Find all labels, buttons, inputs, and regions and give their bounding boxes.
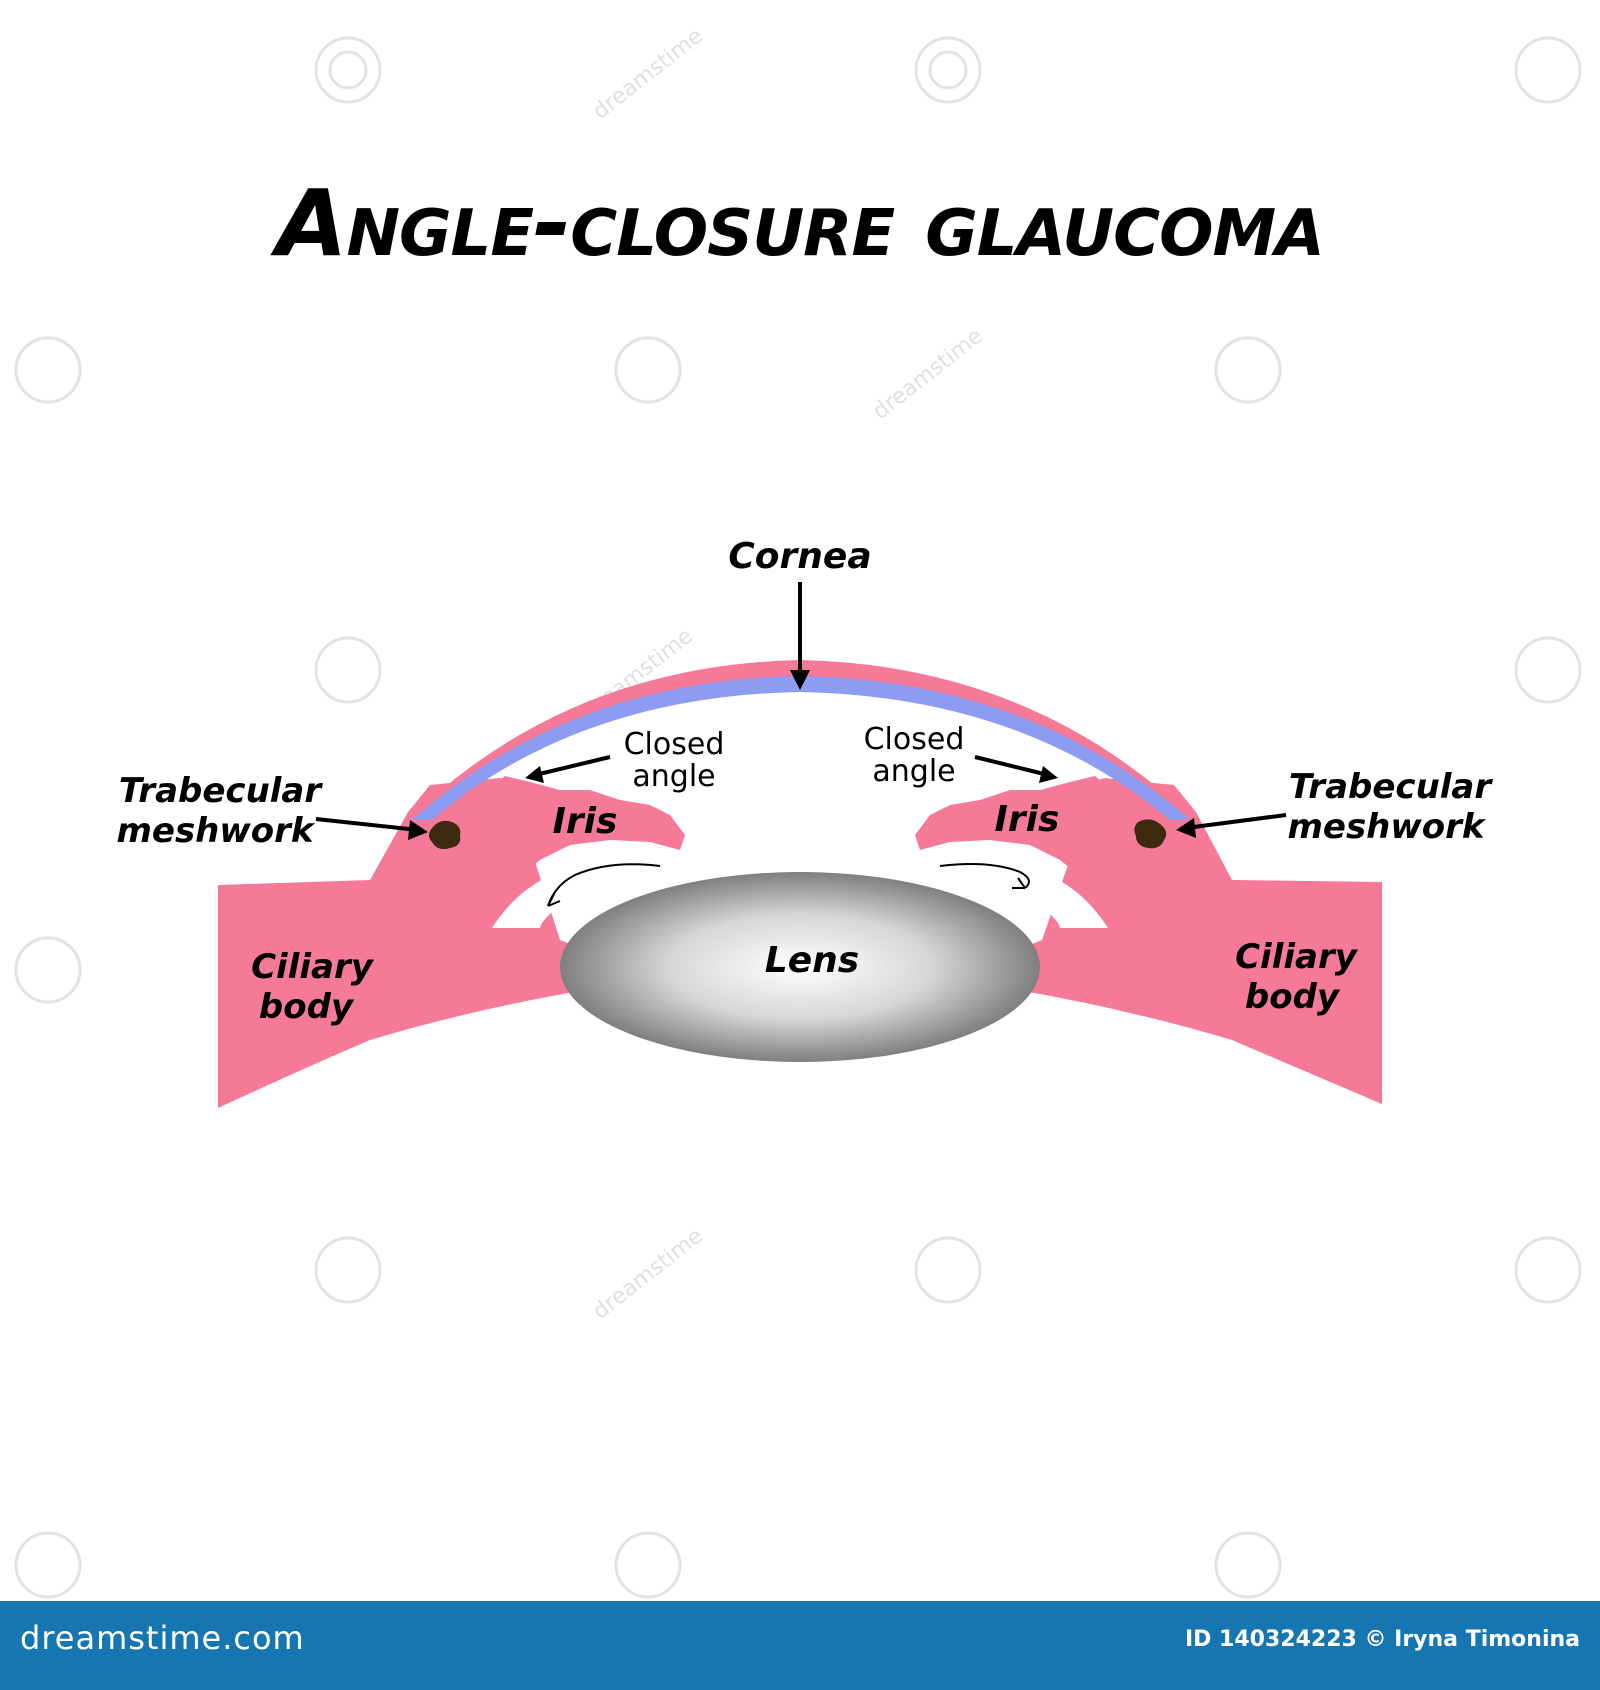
- label-arrows: [315, 582, 1287, 840]
- ciliary-body-left-line2: body: [259, 987, 355, 1027]
- iris-right: [915, 776, 1155, 908]
- aqueous-flow-arrow-right: [939, 863, 1030, 889]
- cornea-blue-layer: [412, 676, 1190, 820]
- trabecular-meshwork-left-mark: [429, 820, 461, 850]
- cornea-label: Cornea: [728, 536, 871, 577]
- closed-angle-right-line1: Closed: [864, 722, 965, 757]
- lens-shape: [560, 872, 1040, 1062]
- iris-left-gap: [492, 864, 663, 928]
- trabecular-left-line1: Trabecular: [119, 771, 324, 811]
- trabecular-meshwork-right-mark: [1134, 819, 1167, 849]
- diagram-title: Angle-closure glaucoma: [276, 170, 1324, 277]
- iris-right-gap: [937, 864, 1108, 928]
- footer-credit: ID 140324223 © Iryna Timonina: [1184, 1627, 1580, 1652]
- watermark-text: dreamstime: [868, 324, 988, 425]
- cornea-outer-layer: [398, 660, 1204, 830]
- closed-angle-left-line2: angle: [632, 759, 715, 794]
- ciliary-body-right-line1: Ciliary: [1235, 937, 1359, 977]
- watermark-text: dreamstime: [588, 1224, 708, 1325]
- flow-arrowhead-right: [1012, 877, 1026, 889]
- aqueous-flow-arrow-left: [547, 863, 661, 907]
- iris-left: [445, 776, 685, 908]
- footer-bar: dreamstime.com ID 140324223 © Iryna Timo…: [0, 1601, 1600, 1690]
- footer-site-link[interactable]: dreamstime.com: [20, 1619, 305, 1657]
- flow-arrowhead-left: [547, 893, 561, 907]
- trabecular-right-line2: meshwork: [1287, 807, 1486, 847]
- lens-label: Lens: [765, 940, 859, 981]
- closed-angle-left-line1: Closed: [624, 727, 725, 762]
- trabecular-right-line1: Trabecular: [1289, 767, 1494, 807]
- closed-angle-right-line2: angle: [872, 754, 955, 789]
- trabecular-left-line2: meshwork: [116, 811, 315, 851]
- eye-cross-section: dreamstime dreamstime dreamstime dreamst…: [14, 24, 1582, 1599]
- iris-left-label: Iris: [553, 801, 618, 842]
- ciliary-body-right-line2: body: [1245, 977, 1341, 1017]
- iris-right-label: Iris: [995, 799, 1060, 840]
- ciliary-body-left-line1: Ciliary: [251, 947, 375, 987]
- watermark-text: dreamstime: [588, 24, 708, 125]
